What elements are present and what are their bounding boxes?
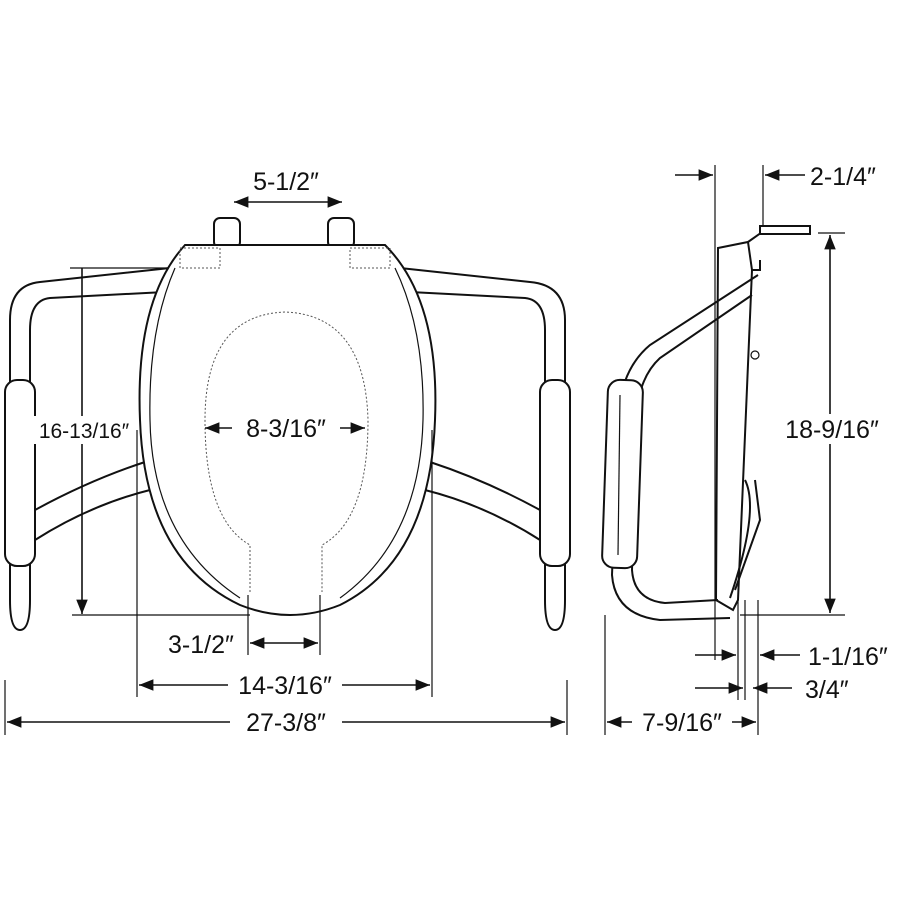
right-arm	[399, 267, 571, 632]
left-grip	[4, 379, 36, 567]
label-lid-thickness: 3/4″	[805, 676, 849, 704]
label-overall-depth: 7-9/16″	[642, 709, 722, 737]
label-arm-height: 18-9/16″	[785, 416, 879, 444]
side-grip	[601, 378, 644, 570]
front-view: 5-1/2″ 16-13/16″ 8-3/16″ 3-1/2″ 14-3/16″	[4, 168, 571, 737]
dim-lid-thickness: 3/4″	[695, 600, 849, 704]
dim-hinge-spacing: 5-1/2″	[234, 168, 342, 208]
seat-opening	[204, 311, 369, 592]
right-grip	[539, 379, 571, 567]
side-hinge-bolt	[759, 225, 811, 235]
dim-overall-width: 27-3/8″	[4, 680, 568, 737]
label-seat-height: 16-13/16″	[39, 420, 130, 443]
side-view: 2-1/4″ 18-9/16″ 1-1/16″ 3/4″ 7-9/16″	[601, 163, 888, 737]
dim-arm-height: 18-9/16″	[740, 232, 886, 616]
dim-opening-width: 8-3/16″	[205, 412, 365, 443]
label-hinge-offset: 2-1/4″	[810, 163, 876, 191]
hinge-posts	[213, 217, 355, 249]
dim-seat-height: 16-13/16″	[30, 268, 250, 616]
label-hinge-spacing: 5-1/2″	[253, 168, 319, 196]
label-seat-thickness: 1-1/16″	[808, 643, 888, 671]
dim-seat-width: 14-3/16″	[136, 430, 433, 700]
dim-seat-thickness: 1-1/16″	[695, 600, 888, 735]
label-front-gap: 3-1/2″	[168, 631, 234, 659]
dim-hinge-offset: 2-1/4″	[675, 163, 876, 660]
label-overall-width: 27-3/8″	[246, 709, 326, 737]
dim-front-gap: 3-1/2″	[168, 595, 321, 659]
label-opening-width: 8-3/16″	[246, 415, 326, 443]
dim-overall-depth: 7-9/16″	[604, 615, 756, 737]
label-seat-width: 14-3/16″	[238, 672, 332, 700]
